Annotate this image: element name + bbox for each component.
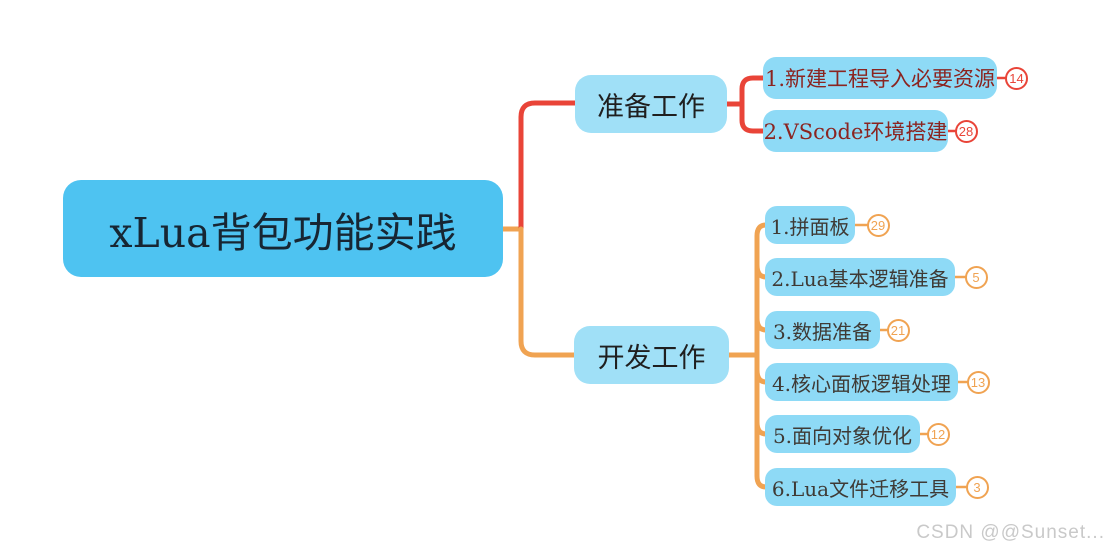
branch-node-prepare: 准备工作 <box>575 75 727 133</box>
child-node-data-prepare: 3.数据准备 <box>765 311 880 349</box>
child-node-lua-migrate-tool: 6.Lua文件迁移工具 <box>765 468 956 506</box>
child-node-panel: 1.拼面板 <box>765 206 855 244</box>
count-badge: 13 <box>966 370 990 394</box>
child-node-new-project: 1.新建工程导入必要资源 <box>763 57 997 99</box>
branch-prepare-connectors <box>518 75 1008 234</box>
count-badge: 5 <box>964 265 988 289</box>
child-node-core-panel-logic: 4.核心面板逻辑处理 <box>765 363 958 401</box>
count-badge: 12 <box>926 422 950 446</box>
child-node-vscode-env: 2.VScode环境搭建 <box>763 110 948 152</box>
child-node-oop-optimize: 5.面向对象优化 <box>765 415 920 453</box>
count-badge: 3 <box>965 475 989 499</box>
count-badge: 28 <box>954 119 978 143</box>
count-badge: 14 <box>1005 66 1028 90</box>
count-badge: 29 <box>866 213 890 237</box>
child-node-lua-logic: 2.Lua基本逻辑准备 <box>765 258 955 296</box>
branch-node-develop: 开发工作 <box>574 326 729 384</box>
csdn-watermark: CSDN @@Sunset... <box>916 522 1105 543</box>
root-node: xLua背包功能实践 <box>63 180 503 277</box>
count-badge: 21 <box>886 318 910 342</box>
branch-develop-connectors <box>518 222 970 490</box>
